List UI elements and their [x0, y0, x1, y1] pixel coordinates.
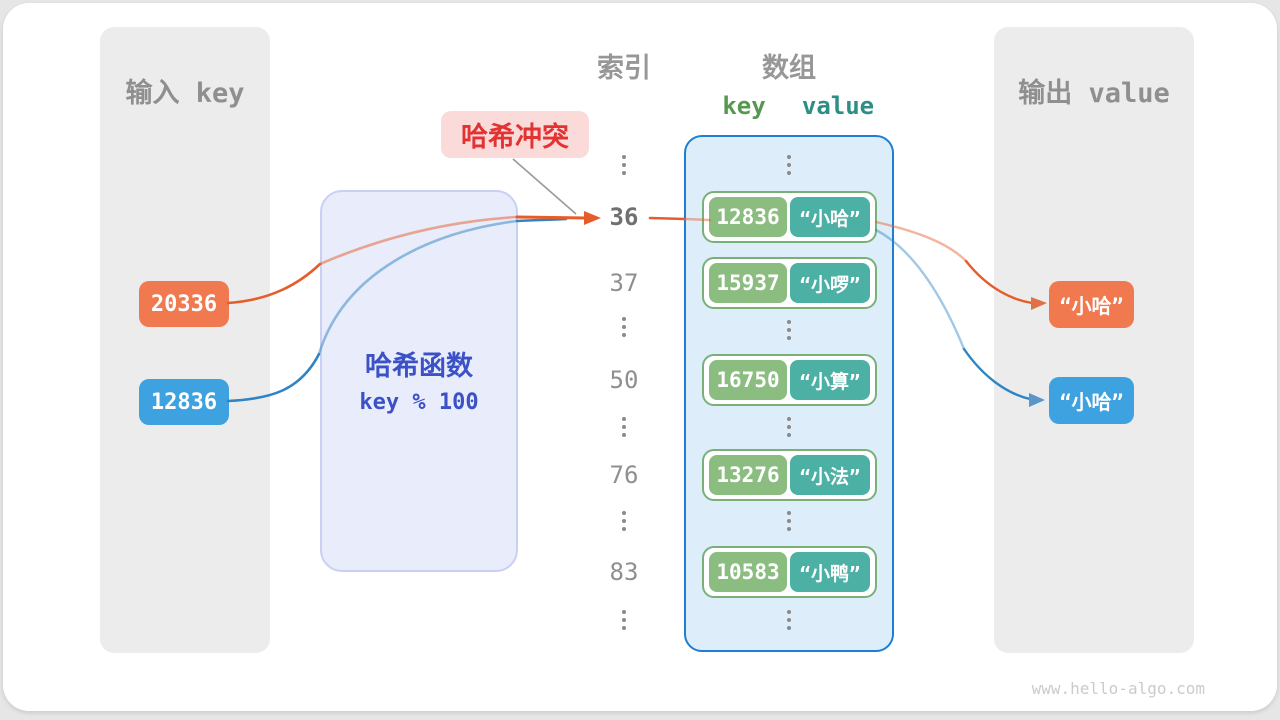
collision-pointer-line — [512, 158, 577, 215]
pair-key: 16750 — [709, 360, 787, 400]
index-column-title: 索引 — [597, 53, 651, 83]
index-ellipsis — [622, 417, 626, 437]
index-to-bucket-line — [648, 216, 687, 221]
array-pair-row: 12836“小哈” — [702, 191, 877, 243]
hash-function-box: 哈希函数 key % 100 — [320, 190, 518, 572]
input-key-panel: 输入 key — [100, 27, 270, 653]
array-pair-row: 10583“小鸭” — [702, 546, 877, 598]
merged-arrow-line — [515, 215, 588, 220]
input-panel-title: 输入 key — [125, 78, 245, 109]
index-ellipsis — [622, 155, 626, 175]
index-item: 83 — [609, 558, 639, 586]
index-item: 76 — [609, 461, 639, 489]
pair-value: “小算” — [790, 360, 870, 400]
key-header: key — [722, 92, 766, 120]
index-item-highlighted: 36 — [609, 203, 639, 231]
array-ellipsis — [787, 417, 791, 437]
blue-merge-segment — [515, 217, 568, 223]
array-pair-row: 15937“小啰” — [702, 257, 877, 309]
pair-value: “小法” — [790, 455, 870, 495]
array-ellipsis — [787, 610, 791, 630]
array-column-title: 数组 — [762, 53, 816, 83]
index-item: 50 — [609, 366, 639, 394]
pair-value: “小鸭” — [790, 552, 870, 592]
pair-key: 15937 — [709, 263, 787, 303]
pair-key: 12836 — [709, 197, 787, 237]
hash-function-formula: key % 100 — [359, 390, 479, 415]
index-ellipsis — [622, 610, 626, 630]
input-key-box: 20336 — [139, 281, 229, 327]
site-watermark: www.hello-algo.com — [1031, 679, 1205, 698]
array-pair-row: 13276“小法” — [702, 449, 877, 501]
input-key-box: 12836 — [139, 379, 229, 425]
pair-value: “小啰” — [790, 263, 870, 303]
pair-value: “小哈” — [790, 197, 870, 237]
array-ellipsis — [787, 320, 791, 340]
hash-function-title: 哈希函数 — [365, 351, 473, 381]
index-ellipsis — [622, 317, 626, 337]
value-header: value — [801, 92, 875, 120]
output-value-box: “小哈” — [1049, 377, 1134, 424]
merged-arrowhead — [584, 211, 601, 225]
pair-key: 13276 — [709, 455, 787, 495]
array-ellipsis — [787, 511, 791, 531]
output-value-box: “小哈” — [1049, 281, 1134, 328]
array-ellipsis — [787, 155, 791, 175]
output-panel-title: 输出 value — [1018, 78, 1170, 109]
output-value-panel: 输出 value — [994, 27, 1194, 653]
index-item: 37 — [609, 269, 639, 297]
collision-badge: 哈希冲突 — [441, 111, 589, 158]
array-pair-row: 16750“小算” — [702, 354, 877, 406]
pair-key: 10583 — [709, 552, 787, 592]
index-ellipsis — [622, 511, 626, 531]
